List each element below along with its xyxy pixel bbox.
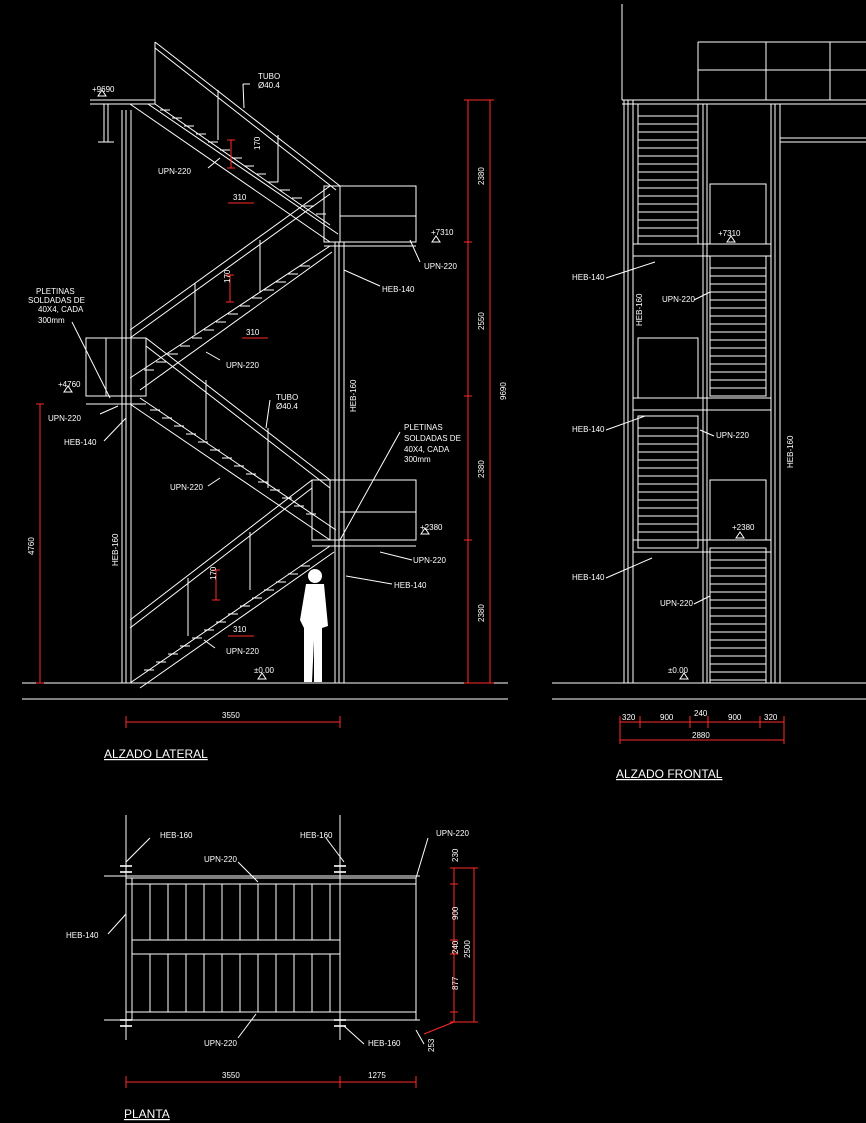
pletinas-a-line3: 40X4, CADA	[38, 305, 84, 314]
plan-vdim-4: 877	[451, 976, 460, 990]
side-heb140-label: HEB-140	[394, 581, 427, 590]
side-level-0: ±0.00	[254, 666, 275, 675]
tread-dim: 310	[233, 625, 247, 634]
side-upn-label: UPN-220	[48, 414, 81, 423]
plan-upn-label: UPN-220	[204, 855, 237, 864]
rise-dim: 170	[223, 269, 232, 283]
side-seg-dim: 2380	[477, 167, 486, 185]
front-heb140-label: HEB-140	[572, 425, 605, 434]
title-side: ALZADO LATERAL	[104, 747, 208, 761]
side-seg-dim: 2380	[477, 460, 486, 478]
side-level-7310: +7310	[431, 228, 454, 237]
side-upn-label: UPN-220	[170, 483, 203, 492]
plan-vdim-5: 253	[427, 1038, 436, 1052]
tubo-top-diameter: Ø40.4	[258, 81, 280, 90]
front-elevation: +7310 +2380 ±0.00 HEB-140 HEB-140 HEB-14…	[552, 4, 866, 781]
plan-heb160-label: HEB-160	[368, 1039, 401, 1048]
pletinas-b-line4: 300mm	[404, 455, 431, 464]
front-heb140-label: HEB-140	[572, 573, 605, 582]
plan-hdim-1: 3550	[222, 1071, 240, 1080]
side-upn-label: UPN-220	[226, 361, 259, 370]
front-upn-label: UPN-220	[716, 431, 749, 440]
side-level-9690: +9690	[92, 85, 115, 94]
front-dim-2: 900	[660, 713, 674, 722]
front-dim-4: 900	[728, 713, 742, 722]
tubo-mid-diameter: Ø40.4	[276, 402, 298, 411]
plan-upn-label: UPN-220	[204, 1039, 237, 1048]
side-heb140-label: HEB-140	[382, 285, 415, 294]
pletinas-b-line2: SOLDADAS DE	[404, 434, 461, 443]
title-plan: PLANTA	[124, 1107, 170, 1121]
tubo-mid-label: TUBO	[276, 393, 298, 402]
pletinas-a-line1: PLETINAS	[36, 287, 75, 296]
plan-heb160-label: HEB-160	[160, 831, 193, 840]
side-level-4760: +4760	[58, 380, 81, 389]
front-dim-3: 240	[694, 709, 708, 718]
front-upn-label: UPN-220	[660, 599, 693, 608]
side-width-dim: 3550	[222, 711, 240, 720]
pletinas-a-line4: 300mm	[38, 316, 65, 325]
front-dim-total: 2880	[692, 731, 710, 740]
side-elevation: +9690 +7310 +4760 +2380 ±0.00 TUBO Ø40.4…	[22, 41, 508, 761]
pletinas-a-line2: SOLDADAS DE	[28, 296, 85, 305]
side-level-2380: +2380	[420, 523, 443, 532]
pletinas-b-line3: 40X4, CADA	[404, 445, 450, 454]
rise-dim: 170	[209, 566, 218, 580]
person-silhouette	[300, 569, 328, 682]
front-level-7310: +7310	[718, 229, 741, 238]
side-left-height-dim: 4760	[27, 537, 36, 555]
tread-dim: 310	[246, 328, 260, 337]
plan-hdim-2: 1275	[368, 1071, 386, 1080]
front-dim-5: 320	[764, 713, 778, 722]
side-seg-dim: 2550	[477, 312, 486, 330]
side-upn-label: UPN-220	[424, 262, 457, 271]
side-heb160-right: HEB-160	[349, 379, 358, 412]
plan-view: HEB-160 HEB-160 HEB-160 HEB-140 UPN-220 …	[66, 815, 478, 1121]
side-upn-label: UPN-220	[226, 647, 259, 656]
front-treads	[638, 115, 766, 681]
side-upn-label: UPN-220	[158, 167, 191, 176]
front-level-0: ±0.00	[668, 666, 689, 675]
tubo-top-label: TUBO	[258, 72, 280, 81]
plan-upn-label: UPN-220	[436, 829, 469, 838]
plan-vdim-total: 2500	[463, 940, 472, 958]
plan-heb160-label: HEB-160	[300, 831, 333, 840]
plan-heb140-label: HEB-140	[66, 931, 99, 940]
side-heb140-label: HEB-140	[64, 438, 97, 447]
front-dim-1: 320	[622, 713, 636, 722]
plan-vdim-3: 240	[451, 940, 460, 954]
plan-vdim-1: 230	[451, 848, 460, 862]
side-heb160-left: HEB-160	[111, 533, 120, 566]
pletinas-b-line1: PLETINAS	[404, 423, 443, 432]
tread-dim: 310	[233, 193, 247, 202]
front-upn-label: UPN-220	[662, 295, 695, 304]
front-level-2380: +2380	[732, 523, 755, 532]
rise-dim: 170	[253, 136, 262, 150]
side-total-dim: 9690	[499, 382, 508, 400]
front-heb140-label: HEB-140	[572, 273, 605, 282]
title-front: ALZADO FRONTAL	[616, 767, 723, 781]
front-heb160-right: HEB-160	[786, 435, 795, 468]
side-upn-label: UPN-220	[413, 556, 446, 565]
plan-treads	[149, 884, 331, 1012]
side-seg-dim: 2380	[477, 604, 486, 622]
front-heb160-inner: HEB-160	[635, 293, 644, 326]
plan-vdim-2: 900	[451, 906, 460, 920]
